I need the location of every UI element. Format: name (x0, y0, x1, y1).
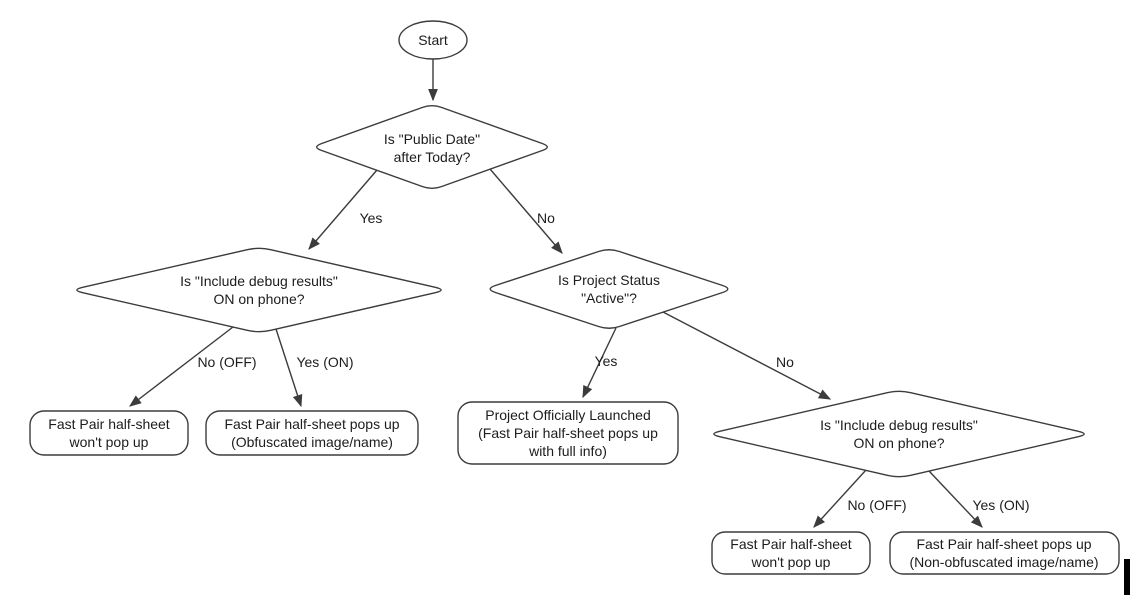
edge-label-project-status-no: No (776, 354, 794, 370)
decision-debug-right-shape (713, 390, 1085, 478)
outcome-no-popup-left-label: Fast Pair half-sheet won't pop up (48, 416, 170, 450)
outcome-non-obfuscated-label: Fast Pair half-sheet pops up (Non-obfusc… (909, 536, 1099, 570)
edge-debug-left-yes (275, 328, 303, 408)
text-cursor-bar (1124, 559, 1130, 595)
decision-debug-left-label: Is "Include debug results" ON on phone? (180, 273, 338, 307)
start-node-label: Start (418, 32, 448, 48)
edge-label-public-date-no: No (537, 210, 555, 226)
edge-debug-left-no (129, 326, 234, 407)
edge-label-debug-left-yes: Yes (ON) (296, 354, 354, 370)
outcome-no-popup-left-shape (29, 410, 189, 456)
edge-label-project-status-yes: Yes (594, 353, 618, 369)
start-node-shape (398, 20, 468, 60)
edge-public-date-yes (308, 169, 378, 250)
decision-debug-right-label: Is "Include debug results" ON on phone? (820, 417, 978, 451)
decision-public-date-shape (316, 105, 548, 189)
edge-debug-right-no (813, 469, 867, 528)
edge-label-public-date-yes: Yes (359, 210, 383, 226)
decision-project-status-label: Is Project Status "Active"? (558, 272, 660, 306)
outcome-non-obfuscated-shape (889, 531, 1120, 575)
edge-label-debug-right-yes: Yes (ON) (972, 497, 1030, 513)
decision-debug-left-shape (76, 247, 442, 333)
decision-project-status-shape (489, 249, 729, 329)
edge-debug-right-yes (928, 470, 983, 528)
edge-project-status-yes (582, 327, 617, 399)
outcome-obfuscated-label: Fast Pair half-sheet pops up (Obfuscated… (224, 416, 400, 450)
outcome-launched-shape (457, 401, 679, 465)
outcome-no-popup-right-shape (711, 531, 871, 575)
edge-label-debug-right-no: No (OFF) (847, 497, 907, 513)
edge-project-status-no (662, 311, 832, 400)
outcome-obfuscated-shape (205, 410, 419, 456)
outcome-launched-label: Project Officially Launched (Fast Pair h… (478, 407, 658, 459)
edge-public-date-no (489, 168, 563, 254)
edge-label-debug-left-no: No (OFF) (197, 354, 257, 370)
outcome-no-popup-right-label: Fast Pair half-sheet won't pop up (730, 536, 852, 570)
decision-public-date-label: Is "Public Date" after Today? (383, 131, 481, 165)
